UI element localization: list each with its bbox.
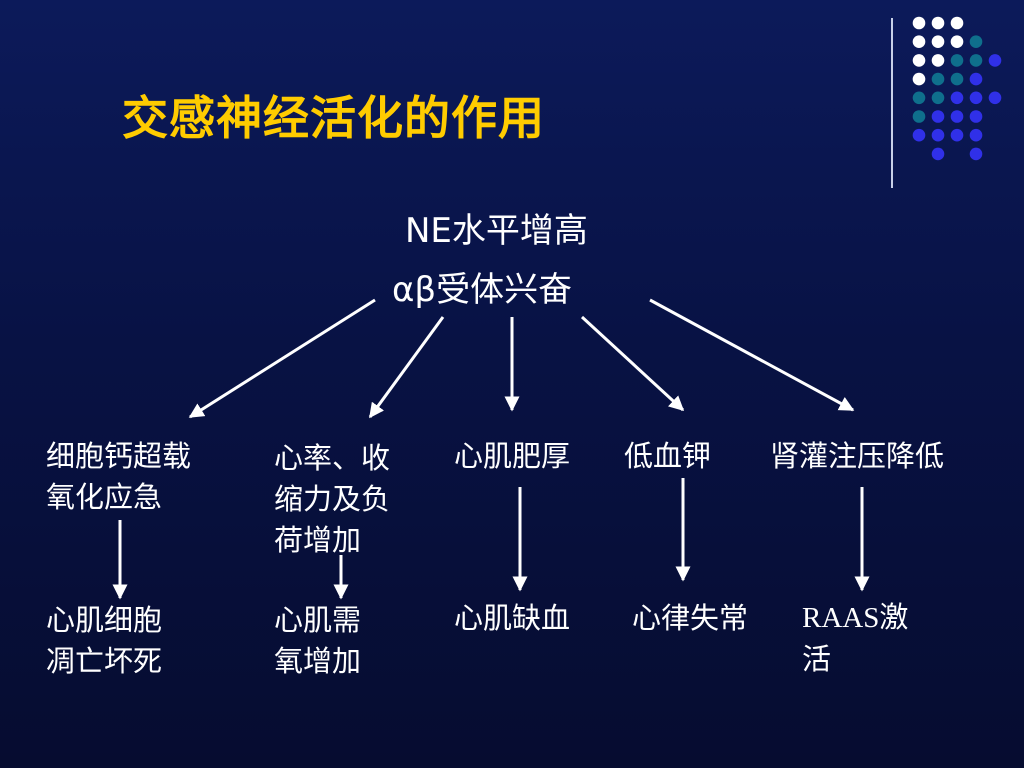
decorative-dot [931,54,945,67]
decorative-dot [912,110,926,123]
node-myocyte-apoptosis: 心肌细胞 凋亡坏死 [46,603,163,678]
receptor-label: αβ受体兴奋 [392,270,573,310]
decorative-dot [912,72,926,86]
decorative-dot [950,35,964,48]
decorative-dot [988,54,1002,67]
decorative-dot [969,128,983,142]
arrow-to-heart-rate [368,316,445,419]
node-myocardial-hypertrophy: 心肌肥厚 [454,439,571,473]
decorative-dot [931,91,945,105]
decorative-dot [950,16,964,30]
node-oxygen-demand: 心肌需 氧增加 [274,603,362,678]
node-raas-activation: RAAS激 活 [802,602,909,676]
slide-title: 交感神经活化的作用 [122,91,545,145]
decorative-dot [912,91,926,105]
arrow-to-hypokalemia [580,315,685,412]
decorative-dot [950,54,964,67]
decorative-dot [988,91,1002,105]
node-myocardial-ischemia: 心肌缺血 [454,601,571,635]
decorative-dot [912,35,926,48]
decorative-dot [969,72,983,86]
decorative-dot [931,128,945,142]
decorative-dot [931,147,945,161]
ne-level-label: NE水平增高 [405,211,588,251]
decorative-dot [969,110,983,123]
node-heart-rate-contractility: 心率、收 缩力及负 荷增加 [274,441,391,557]
decorative-dot [912,128,926,142]
node-hypokalemia: 低血钾 [624,439,712,473]
decorative-dot-grid [912,16,1002,161]
arrow-to-calcium-overload [188,298,376,419]
decorative-dot [969,35,983,48]
decorative-dot [931,35,945,48]
decorative-dot [912,54,926,67]
decorative-dot [950,128,964,142]
decorative-dot [969,91,983,105]
decorative-dot [931,72,945,86]
decorative-dot [969,147,983,161]
decorative-divider [891,18,893,188]
decorative-dot [931,16,945,30]
decorative-dot [950,110,964,123]
node-arrhythmia: 心律失常 [632,601,749,635]
decorative-dot [950,72,964,86]
node-calcium-overload: 细胞钙超载 氧化应急 [46,439,192,514]
arrow-to-renal-perfusion [649,298,855,412]
decorative-dot [969,54,983,67]
decorative-dot [950,91,964,105]
decorative-dot [931,110,945,123]
decorative-dot [912,16,926,30]
node-renal-perfusion-decrease: 肾灌注压降低 [770,439,945,473]
